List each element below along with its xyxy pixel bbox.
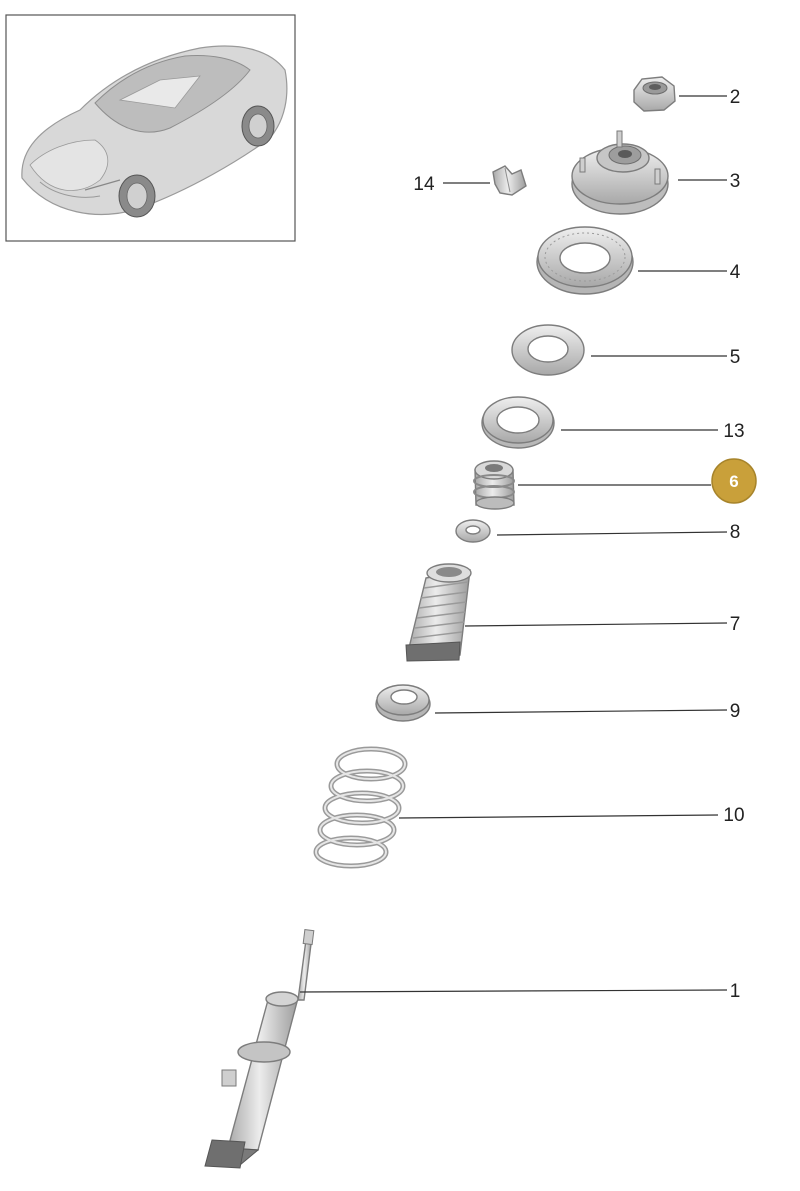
part-1-shock-absorber (204, 929, 315, 1169)
part-5-washer (511, 324, 585, 376)
callout-5[interactable]: 5 (730, 347, 741, 368)
callout-13[interactable]: 13 (723, 421, 744, 442)
part-10-coil-spring (313, 746, 408, 869)
part-4-spring-seat (536, 226, 634, 295)
callout-9[interactable]: 9 (730, 701, 741, 722)
callout-1[interactable]: 1 (730, 981, 741, 1002)
vehicle-thumbnail (5, 14, 296, 242)
part-13-ring (481, 396, 555, 449)
callout-3[interactable]: 3 (730, 171, 741, 192)
car-illustration (21, 45, 288, 218)
part-8-small-washer (455, 519, 491, 543)
part-7-dust-boot (405, 563, 472, 662)
part-9-lower-seat (375, 684, 431, 722)
callout-4[interactable]: 4 (730, 262, 741, 283)
part-14-clip (492, 165, 527, 196)
part-6-bump-stop (473, 460, 515, 510)
callout-7[interactable]: 7 (730, 614, 741, 635)
callout-8[interactable]: 8 (730, 522, 741, 543)
callout-6[interactable]: 6 (729, 472, 738, 491)
callout-14[interactable]: 14 (413, 174, 435, 195)
callout-labels: 2 3 14 4 5 13 6 8 7 9 10 1 (413, 87, 744, 1002)
part-2-nut (633, 76, 676, 112)
callout-lines (299, 95, 728, 993)
part-10-coil-spring-highlight (315, 748, 406, 867)
callout-10[interactable]: 10 (723, 805, 744, 826)
part-3-top-mount (571, 130, 669, 215)
highlight-marker-6[interactable] (711, 458, 757, 504)
callout-2[interactable]: 2 (730, 87, 741, 108)
